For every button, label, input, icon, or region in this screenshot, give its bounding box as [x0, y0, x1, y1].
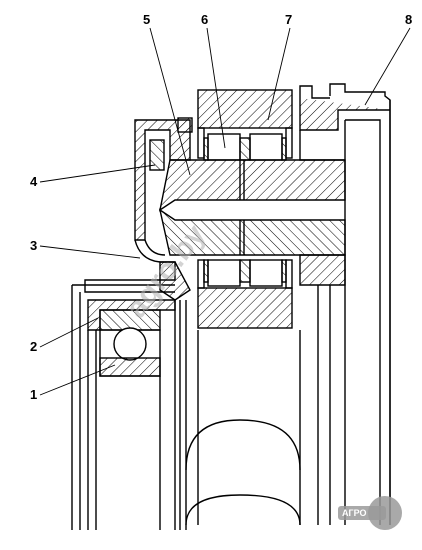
leader-8 — [364, 27, 411, 106]
callout-labels: 1 2 3 4 5 6 7 8 — [30, 12, 412, 402]
wheel-rim — [185, 330, 301, 526]
callout-2: 2 — [30, 339, 37, 354]
part-4-seal — [134, 117, 193, 241]
logo-text: АГРО — [342, 508, 367, 518]
part-1-ball-bearing — [99, 327, 161, 377]
callout-6: 6 — [201, 12, 208, 27]
callout-4: 4 — [30, 174, 38, 189]
corner-logo: АГРО — [338, 496, 402, 530]
callout-3: 3 — [30, 238, 37, 253]
leader-2 — [39, 317, 99, 348]
leader-4 — [39, 164, 156, 183]
part-3-shoulder — [84, 239, 191, 301]
part-5-shaft — [158, 159, 346, 256]
leader-5 — [149, 27, 191, 176]
frame-lines — [71, 284, 187, 530]
callout-8: 8 — [405, 12, 412, 27]
leader-6 — [206, 27, 226, 149]
leader-lines — [39, 27, 411, 396]
part-6-rollers — [203, 133, 287, 287]
part-7-outer-race — [197, 89, 293, 329]
callout-1: 1 — [30, 387, 37, 402]
part-8-housing — [299, 83, 391, 525]
leader-1 — [39, 364, 116, 396]
leader-7 — [267, 27, 291, 121]
callout-7: 7 — [285, 12, 292, 27]
leader-3 — [39, 245, 141, 259]
callout-5: 5 — [143, 12, 150, 27]
